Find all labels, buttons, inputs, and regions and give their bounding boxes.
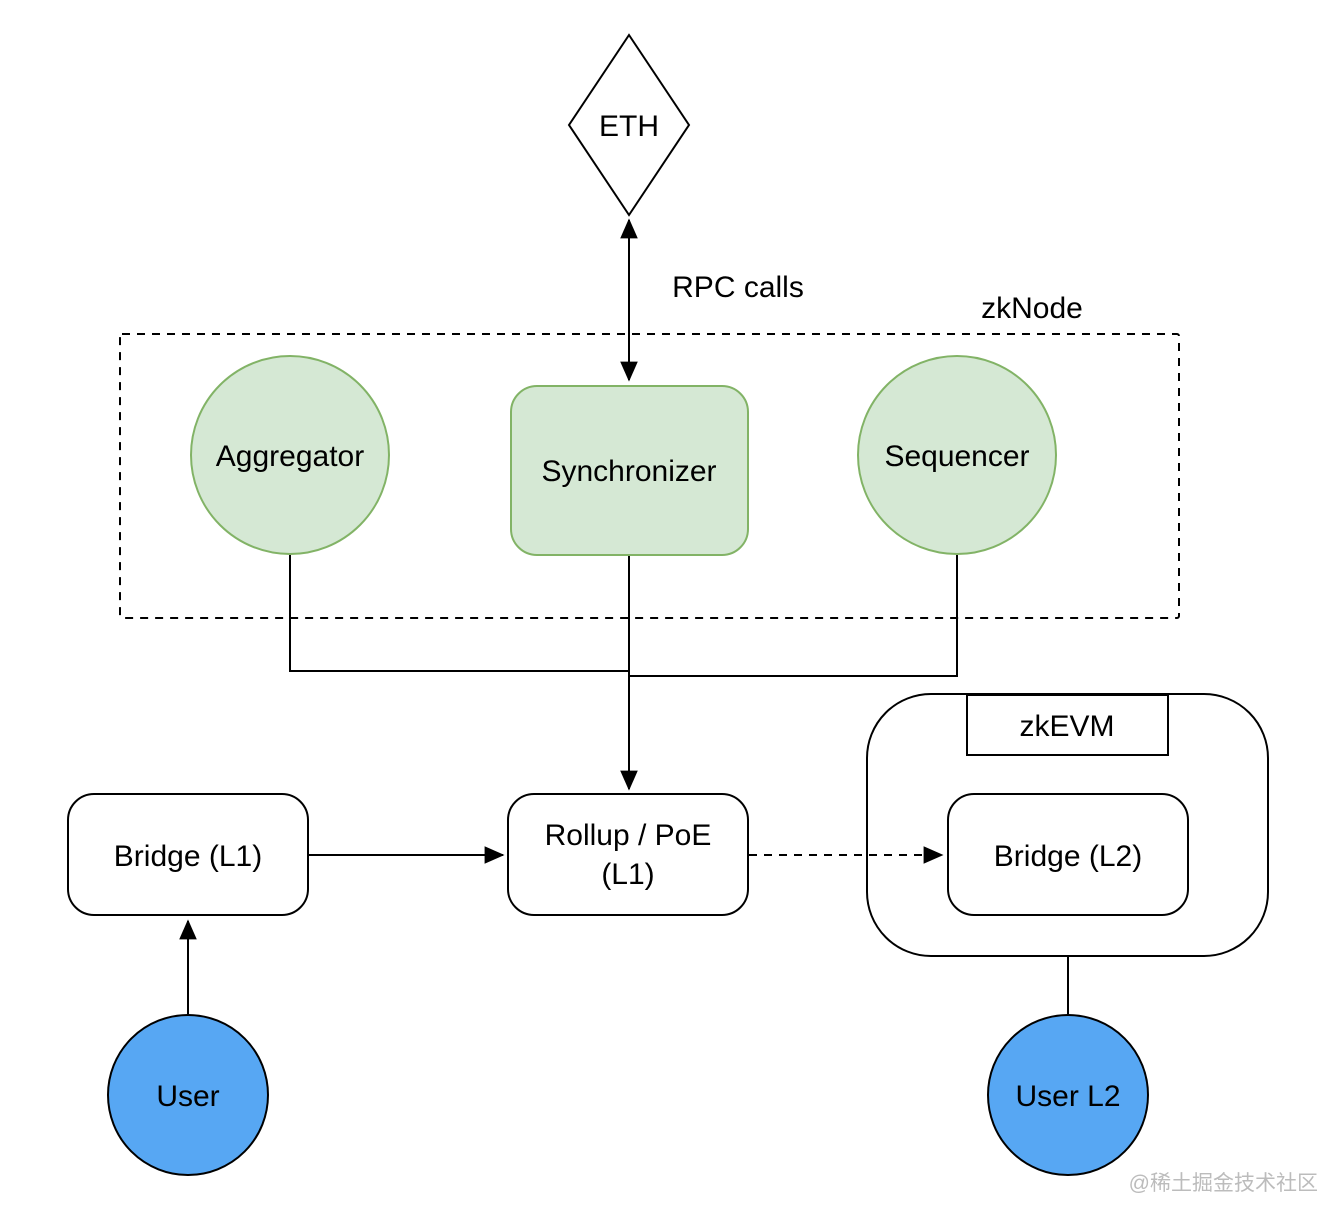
edge-sequencer-merge — [629, 555, 958, 677]
rollup-poe-label-line2: (L1) — [601, 858, 654, 891]
eth-diamond — [567, 33, 691, 217]
user-circle — [107, 1014, 269, 1176]
zknode-group-label: zkNode — [981, 292, 1083, 325]
user-l2-circle — [987, 1014, 1149, 1176]
sequencer-label: Sequencer — [884, 440, 1029, 473]
edge-aggregator-merge — [289, 555, 629, 672]
synchronizer-label: Synchronizer — [541, 455, 716, 488]
rollup-poe-box — [507, 793, 749, 916]
zknode-group-box — [119, 333, 1180, 619]
synchronizer-box — [510, 385, 749, 556]
bridge-l2-label: Bridge (L2) — [994, 840, 1142, 873]
watermark-text: @稀土掘金技术社区 — [1129, 1172, 1318, 1195]
eth-label: ETH — [599, 110, 659, 143]
edge-rpc-label: RPC calls — [672, 271, 804, 304]
zkevm-group-title-box — [966, 694, 1169, 756]
bridge-l2-box — [947, 793, 1189, 916]
aggregator-label: Aggregator — [216, 440, 364, 473]
bridge-l1-box — [67, 793, 309, 916]
user-l2-label: User L2 — [1015, 1080, 1120, 1113]
user-label: User — [156, 1080, 219, 1113]
rollup-poe-label-line1: Rollup / PoE — [545, 819, 712, 852]
zkevm-group-label: zkEVM — [1019, 710, 1114, 743]
aggregator-circle — [190, 355, 390, 555]
sequencer-circle — [857, 355, 1057, 555]
bridge-l1-label: Bridge (L1) — [114, 840, 262, 873]
